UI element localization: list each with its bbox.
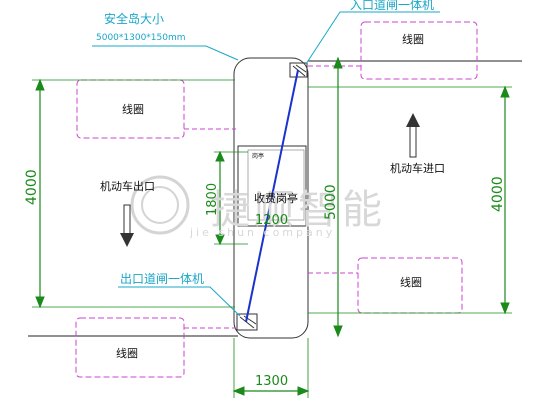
entry-flow-label: 机动车进口 [390,161,445,175]
dim-booth-height-label: 1800 [205,183,220,216]
exit-direction-arrow [120,204,134,247]
island-title: 安全岛大小 [104,11,164,26]
booth-small-label: 岗亭 [252,152,264,160]
safety-island [233,57,309,339]
dim-island-width [232,338,310,398]
exit-barrier-label: 出口道闸一体机 [120,272,204,286]
entry-barrier-unit [289,62,308,78]
dim-left [32,78,235,309]
exit-flow-label: 机动车出口 [100,179,155,193]
watermark-title: 捷顺智能 [210,187,386,233]
entry-leader [305,11,440,65]
island-size: 5000*1300*150mm [96,33,186,43]
barrier-arm [245,69,299,323]
booth-label: 收费岗亭 [254,191,298,205]
dim-island-length-label: 5000 [323,184,339,220]
dim-left-label: 4000 [24,169,40,205]
loop-bottom-left [75,317,185,378]
dim-island-width-label: 1300 [255,374,288,389]
dim-right-label: 4000 [490,176,506,212]
loop-label-bottom-left: 线圈 [116,346,138,360]
toll-booth [237,145,307,227]
watermark-subtitle: jie shun company [189,226,335,239]
dim-booth-width-label: 1200 [255,213,288,228]
loop-label-top-right: 线圈 [402,32,424,46]
loop-label-lower-right: 线圈 [400,275,422,289]
dim-booth-height [214,150,248,246]
dim-right [308,85,512,315]
exit-leader [118,286,241,317]
booth-inner [247,149,305,221]
entry-direction-arrow [406,113,420,158]
loop-label-upper-left: 线圈 [122,102,144,116]
watermark-logo [130,175,190,235]
loop-top-right [360,21,478,80]
entry-barrier-label: 入口道闸一体机 [350,0,434,12]
island-leader [92,45,239,61]
dim-island-length [333,56,343,338]
